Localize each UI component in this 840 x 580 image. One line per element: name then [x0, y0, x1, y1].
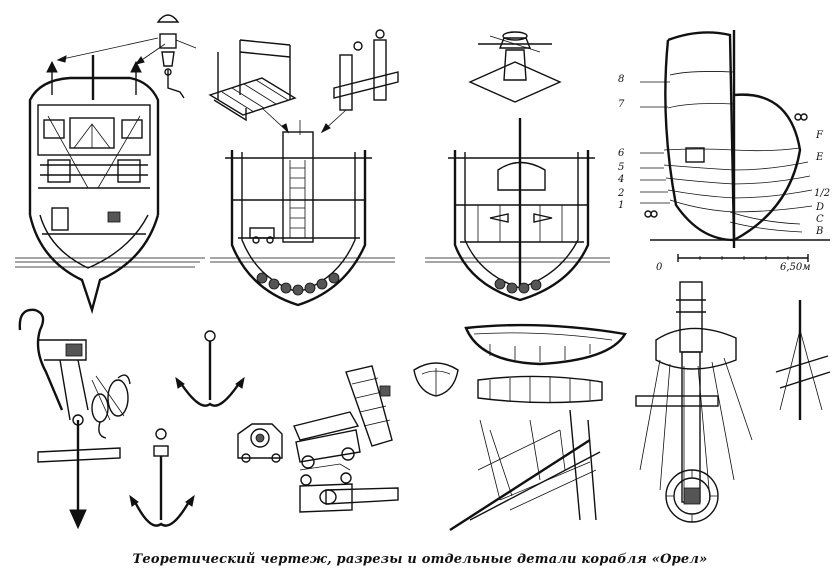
body-plan: [640, 30, 830, 262]
bitts-detail: [320, 29, 399, 134]
plan-label-b: B: [815, 226, 823, 237]
plan-label-5: 5: [618, 162, 624, 173]
stock-anchor-left: [37, 414, 121, 530]
ballast-stones: [256, 272, 340, 296]
capstan-detail: [468, 31, 562, 103]
figure-caption: Теоретический чертеж, разрезы и отдельны…: [132, 552, 708, 567]
cannon-carriage: [293, 365, 393, 469]
crosstree-detail: [775, 300, 831, 420]
scale-start-label: 0: [656, 262, 663, 273]
cannon-front-view: [237, 423, 283, 463]
scale-end-label: 6,50м: [780, 262, 811, 273]
stern-lantern-detail: [56, 14, 197, 99]
midship-section: [210, 120, 395, 307]
mast-top-detail: [635, 281, 753, 503]
deadeye-detail: [665, 469, 719, 523]
plan-label-2: 2: [617, 188, 624, 199]
cannon-top-view: [299, 463, 399, 513]
plan-label-7: 7: [618, 99, 625, 110]
plan-label-e: E: [815, 152, 824, 163]
plan-label-half: 1/2: [814, 188, 830, 199]
hatch-grating-detail: [208, 39, 297, 134]
block-tackle-detail: [91, 374, 131, 439]
anchor-top: [175, 330, 245, 407]
figurehead-detail: [18, 308, 89, 421]
technical-drawing: 8 7 6 5 4 2 1 F E 1/2 D C B 0 6,50м: [15, 14, 831, 532]
plan-label-1: 1: [618, 200, 624, 211]
bowsprit-rigging: [449, 409, 601, 532]
plan-label-d: D: [815, 202, 824, 213]
longboat-detail: [464, 323, 627, 404]
anchor-bottom: [129, 428, 195, 527]
bow-section: [425, 118, 610, 302]
plan-label-4: 4: [617, 174, 624, 185]
stern-view: [15, 55, 205, 315]
plan-label-6: 6: [618, 148, 625, 159]
boat-front-view: [413, 362, 459, 397]
plan-label-c: C: [816, 214, 824, 225]
plan-label-8: 8: [618, 74, 624, 85]
plan-label-f: F: [815, 130, 824, 141]
body-plan-labels: 8 7 6 5 4 2 1 F E 1/2 D C B 0 6,50м: [617, 74, 830, 273]
